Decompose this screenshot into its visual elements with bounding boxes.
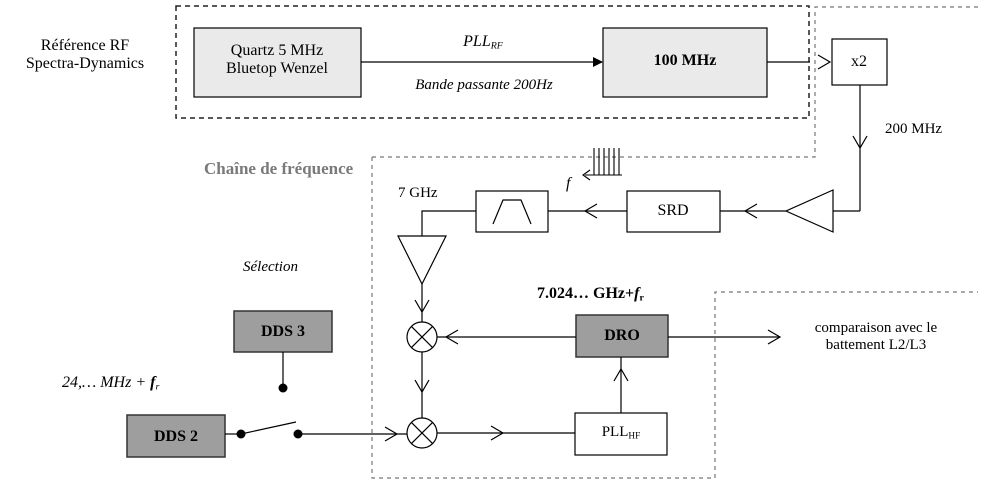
amplifier-icon <box>784 189 834 233</box>
filter-to-amp-line <box>421 210 476 236</box>
dds-frequency-sub: r <box>155 381 160 393</box>
dro-frequency-text: 7.024… GHz+ <box>537 285 635 302</box>
srd-label: SRD <box>657 202 689 219</box>
switch-to-mixer2-arrowhead <box>384 426 399 442</box>
quartz-label: Quartz 5 MHz Bluetop Wenzel <box>226 42 328 77</box>
reference-rf-label-line1: Référence RF <box>40 37 130 54</box>
frequency-chain-dashed-region-left <box>371 157 978 479</box>
dds-frequency-text: 24,… MHz + <box>62 374 151 391</box>
freq-200mhz-label: 200 MHz <box>885 121 943 137</box>
pll-hf-main: PLL <box>601 424 629 440</box>
mixer2-to-pllhf-arrowhead <box>490 425 505 441</box>
srd-to-filter-arrowhead <box>583 203 598 219</box>
comparison-label-line2: battement L2/L3 <box>825 336 927 353</box>
pll-rf-main: PLL <box>463 33 491 50</box>
amp-to-srd-arrowhead <box>743 203 758 219</box>
dds3-switch-contact <box>278 383 288 393</box>
amplifier-down-icon <box>397 235 447 286</box>
multiplier-box <box>831 38 888 86</box>
dro-to-comparison-arrowhead <box>767 329 782 345</box>
frequency-chain-dashed-region <box>372 6 978 158</box>
pll-rf-label: PLLRF <box>463 33 503 52</box>
dro-frequency-sub: r <box>639 292 644 304</box>
pllhf-to-dro-arrowhead <box>613 367 629 382</box>
amp-to-mixer1-arrowhead <box>414 299 430 314</box>
dro-label: DRO <box>604 327 640 344</box>
reference-rf-label: Référence RF Spectra-Dynamics <box>26 37 144 72</box>
multiplier-label: x2 <box>851 53 867 70</box>
to-multiplier-arrowhead <box>817 54 832 70</box>
pll-hf-sub: HF <box>628 431 641 442</box>
bandpass-filter-box <box>475 190 549 233</box>
dro-frequency-f: f <box>634 285 640 302</box>
mixer1-to-mixer2-arrowhead <box>414 379 430 394</box>
dds2-box <box>126 414 226 458</box>
quartz-label-line1: Quartz 5 MHz <box>230 42 324 59</box>
freq-7ghz-label: 7 GHz <box>398 185 438 201</box>
pll-hf-label: PLLHF <box>602 424 641 442</box>
mixer-icon <box>406 321 438 353</box>
comb-spectrum-icon <box>582 148 622 181</box>
pll-hf-box <box>574 412 668 456</box>
bandwidth-label: Bande passante 200Hz <box>415 77 553 93</box>
pll-rf-sub: RF <box>490 40 503 52</box>
osc-100mhz-label: 100 MHz <box>653 52 717 69</box>
dro-box <box>575 314 669 358</box>
osc-100mhz-box <box>602 27 768 98</box>
dds2-label: DDS 2 <box>153 428 199 445</box>
dds3-box <box>233 310 333 353</box>
comb-frequency-label: f <box>566 175 571 192</box>
comparison-label: comparaison avec le battement L2/L3 <box>815 320 937 353</box>
frequency-chain-label: Chaîne de fréquence <box>204 159 354 178</box>
comparison-label-line1: comparaison avec le <box>814 320 938 336</box>
bandpass-filter-icon <box>492 199 532 225</box>
dro-frequency-label: 7.024… GHz+fr <box>537 285 644 304</box>
mixer-icon <box>406 417 438 449</box>
selection-label: Sélection <box>243 259 298 275</box>
dds3-label: DDS 3 <box>260 323 306 340</box>
reference-rf-label-line2: Spectra-Dynamics <box>25 54 145 72</box>
quartz-label-line2: Bluetop Wenzel <box>226 59 328 77</box>
dro-to-mixer1-arrowhead <box>444 329 459 345</box>
dds-frequency-label: 24,… MHz + fr <box>62 374 159 393</box>
switch-icon <box>240 421 297 435</box>
dds-frequency-f: f <box>150 374 156 391</box>
quartz-box <box>193 27 362 98</box>
